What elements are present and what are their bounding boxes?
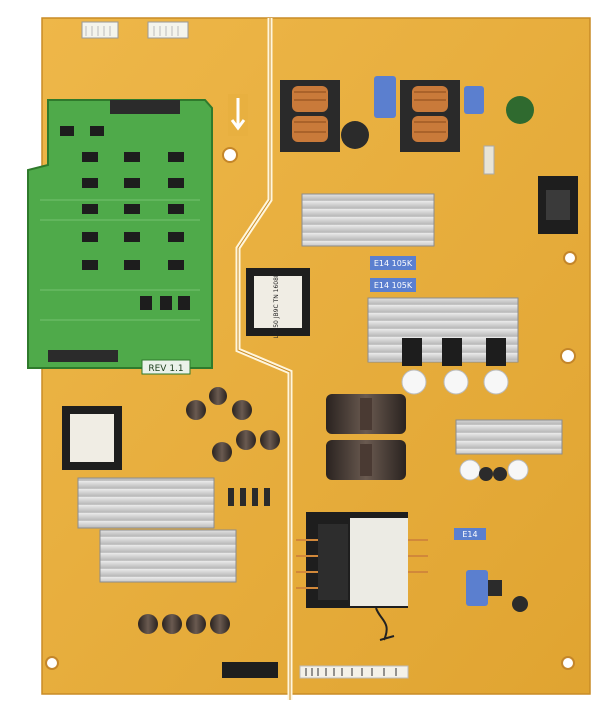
- main-transformer: [296, 512, 428, 608]
- handwritten-mark: [375, 607, 395, 641]
- standby-transformer: LPP50 JB9C TN 1608PS: [246, 268, 310, 338]
- choke-right: [400, 80, 460, 152]
- barcode-label: [299, 665, 409, 679]
- x-capacitor: [464, 86, 484, 114]
- heatsink-left-top: [77, 477, 215, 529]
- diodes: [228, 488, 270, 506]
- mount-hole: [561, 656, 575, 670]
- top-connectors: [81, 21, 189, 39]
- mount-hole: [563, 251, 577, 265]
- mount-hole: [222, 147, 238, 163]
- x-capacitor: [374, 76, 396, 118]
- mount-hole: [45, 656, 59, 670]
- cap-label-2: E14 105K: [374, 281, 413, 290]
- bridge-heatsink: [301, 193, 435, 247]
- bulk-capacitors: [326, 394, 406, 480]
- cap-label-right: E14: [462, 530, 477, 539]
- power-inlet: [538, 176, 578, 234]
- output-heatsink: [455, 419, 563, 455]
- film-capacitor: [466, 570, 488, 606]
- fuse: [483, 145, 495, 175]
- transformer-label: LPP50 JB9C TN 1608PS: [273, 269, 280, 338]
- bottom-connector: [222, 662, 278, 678]
- aux-transformer: [62, 406, 122, 470]
- choke-left: [280, 80, 340, 152]
- rev-label: REV 1.1: [148, 364, 183, 374]
- varistor: [506, 96, 534, 124]
- heatsink-left-bottom: [99, 529, 237, 583]
- mount-hole: [560, 348, 576, 364]
- daughter-board: REV 1.1: [27, 99, 213, 375]
- ntc-disc: [341, 121, 369, 149]
- cap-label-1: E14 105K: [374, 259, 413, 268]
